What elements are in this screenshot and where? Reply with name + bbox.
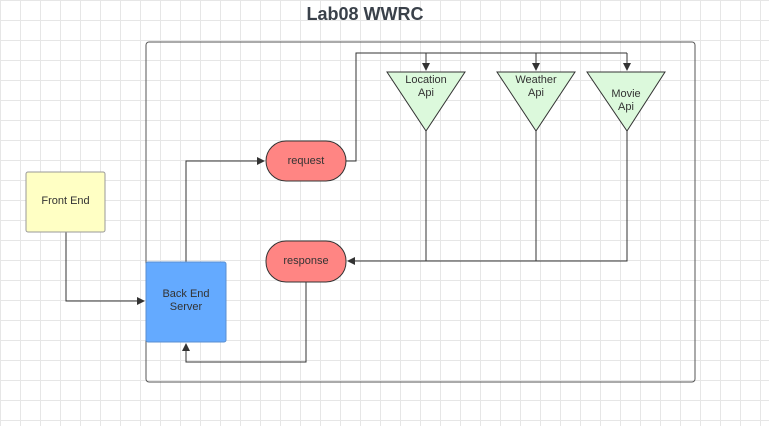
- location-api-node[interactable]: [386, 71, 466, 132]
- connector-backend-to-request: [185, 157, 265, 262]
- location-api-label: Location Api: [405, 74, 447, 99]
- front-end-label: Front End: [41, 195, 90, 207]
- front-end-node[interactable]: [25, 171, 106, 233]
- connector-frontend-to-backend: [65, 232, 145, 305]
- movie-api-label: Movie Api: [611, 88, 641, 113]
- system-container[interactable]: [145, 41, 696, 383]
- connector-movie-to-response: [347, 131, 628, 265]
- response-node[interactable]: [265, 240, 347, 283]
- back-end-server-label: Back End Server: [162, 288, 210, 313]
- connector-response-to-backend: [182, 282, 307, 363]
- back-end-server-node[interactable]: [145, 261, 227, 343]
- connector-request-to-bus: [345, 52, 627, 162]
- diagram-title: Lab08 WWRC: [306, 4, 424, 24]
- request-label: request: [287, 155, 325, 167]
- weather-api-label: Weather Api: [515, 74, 557, 99]
- weather-api-node[interactable]: [496, 71, 576, 132]
- request-node[interactable]: [265, 140, 347, 182]
- response-label: response: [283, 255, 329, 267]
- movie-api-node[interactable]: [586, 71, 666, 132]
